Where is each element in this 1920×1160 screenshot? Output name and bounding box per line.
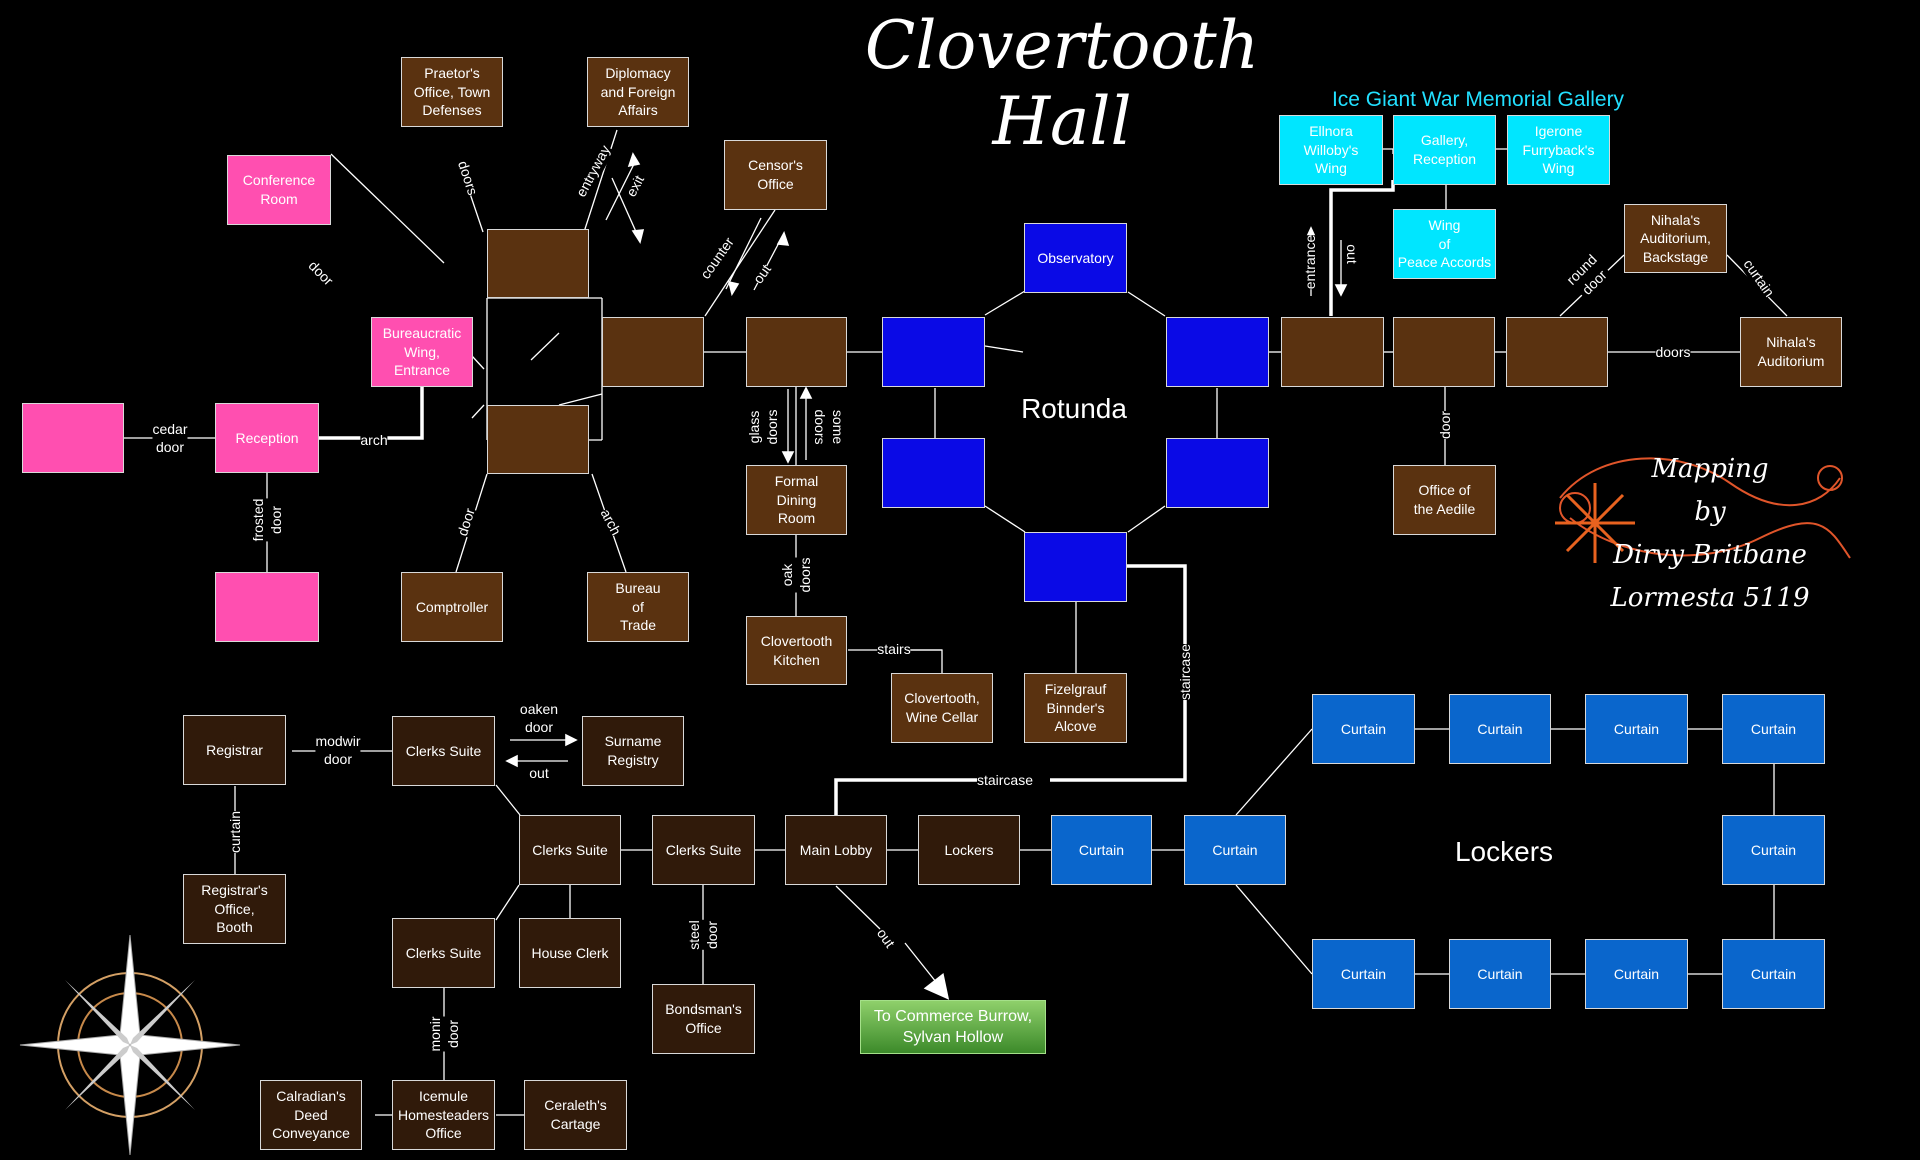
- room-locker-curtain-4[interactable]: Curtain: [1449, 694, 1551, 764]
- room-censor-office[interactable]: Censor's Office: [724, 140, 827, 210]
- label-some-doors: some doors: [810, 409, 848, 445]
- room-locker-curtain-7[interactable]: Curtain: [1722, 815, 1825, 885]
- room-rotunda-ne[interactable]: [1166, 317, 1269, 387]
- gallery-title: Ice Giant War Memorial Gallery: [1331, 88, 1625, 111]
- room-observatory[interactable]: Observatory: [1024, 223, 1127, 293]
- room-wine-cellar[interactable]: Clovertooth, Wine Cellar: [891, 673, 993, 743]
- room-locker-curtain-2[interactable]: Curtain: [1184, 815, 1286, 885]
- room-registrar[interactable]: Registrar: [183, 715, 286, 785]
- room-east-corridor-3[interactable]: [1506, 317, 1608, 387]
- room-rotunda-sw[interactable]: [882, 438, 985, 508]
- room-conference[interactable]: Conference Room: [227, 155, 331, 225]
- room-locker-curtain-3[interactable]: Curtain: [1312, 694, 1415, 764]
- room-house-clerk[interactable]: House Clerk: [519, 918, 621, 988]
- room-rotunda-se[interactable]: [1166, 438, 1269, 508]
- room-rotunda-nw[interactable]: [882, 317, 985, 387]
- label-staircase-vertical: staircase: [1175, 643, 1195, 701]
- label-door-aedile: door: [1435, 410, 1455, 440]
- room-kitchen[interactable]: Clovertooth Kitchen: [746, 616, 847, 685]
- map-title: Clovertooth Hall: [864, 7, 1260, 160]
- room-clerks-suite-1[interactable]: Clerks Suite: [392, 716, 495, 786]
- snowflake-ornament-icon: [1555, 457, 1851, 563]
- room-locker-curtain-9[interactable]: Curtain: [1449, 939, 1551, 1009]
- room-corridor[interactable]: [746, 317, 847, 387]
- room-south-pink[interactable]: [215, 572, 319, 642]
- label-out-surname: out: [529, 763, 549, 783]
- room-praetor-office[interactable]: Praetor's Office, Town Defenses: [401, 57, 503, 127]
- exit-commerce-burrow[interactable]: To Commerce Burrow, Sylvan Hollow: [860, 1000, 1046, 1054]
- label-oaken-door: oaken door: [519, 699, 559, 737]
- room-locker-curtain-5[interactable]: Curtain: [1585, 694, 1688, 764]
- room-ellnora-wing[interactable]: Ellnora Willoby's Wing: [1279, 115, 1383, 185]
- room-east-corridor-2[interactable]: [1393, 317, 1495, 387]
- room-bureaucratic-wing[interactable]: Bureaucratic Wing, Entrance: [371, 317, 473, 387]
- room-fizelgrauf-alcove[interactable]: Fizelgrauf Binnder's Alcove: [1024, 673, 1127, 743]
- room-locker-curtain-10[interactable]: Curtain: [1585, 939, 1688, 1009]
- lockers-label: Lockers: [1454, 836, 1554, 867]
- room-diplomacy[interactable]: Diplomacy and Foreign Affairs: [587, 57, 689, 127]
- room-clerks-suite-4[interactable]: Clerks Suite: [392, 918, 495, 988]
- label-out-gallery: out: [1342, 244, 1362, 264]
- room-rotunda-south[interactable]: [1024, 532, 1127, 602]
- room-west-end[interactable]: [22, 403, 124, 473]
- room-gallery-reception[interactable]: Gallery, Reception: [1393, 115, 1496, 185]
- room-nihala-backstage[interactable]: Nihala's Auditorium, Backstage: [1624, 204, 1727, 273]
- room-formal-dining[interactable]: Formal Dining Room: [746, 465, 847, 535]
- room-bondsman-office[interactable]: Bondsman's Office: [652, 984, 755, 1054]
- label-stairs: stairs: [877, 639, 911, 659]
- room-locker-curtain-1[interactable]: Curtain: [1051, 815, 1152, 885]
- room-registrar-office[interactable]: Registrar's Office, Booth: [183, 874, 286, 944]
- room-octagon-north[interactable]: [487, 229, 589, 298]
- room-clerks-suite-3[interactable]: Clerks Suite: [652, 815, 755, 885]
- label-cedar-door: cedar door: [152, 419, 188, 457]
- room-igerone-wing[interactable]: Igerone Furryback's Wing: [1507, 115, 1610, 185]
- map-credit: Mapping by Dirvy Britbane Lormesta 5119: [1610, 454, 1810, 614]
- room-east-corridor-1[interactable]: [1281, 317, 1384, 387]
- room-lockers[interactable]: Lockers: [918, 815, 1020, 885]
- room-aedile-office[interactable]: Office of the Aedile: [1393, 465, 1496, 535]
- room-main-lobby[interactable]: Main Lobby: [785, 815, 887, 885]
- room-locker-curtain-6[interactable]: Curtain: [1722, 694, 1825, 764]
- room-nihala-auditorium[interactable]: Nihala's Auditorium: [1740, 317, 1842, 387]
- room-peace-accords[interactable]: Wing of Peace Accords: [1393, 209, 1496, 279]
- room-calradian-deed[interactable]: Calradian's Deed Conveyance: [260, 1080, 362, 1150]
- room-reception[interactable]: Reception: [215, 403, 319, 473]
- room-icemule-homesteaders[interactable]: Icemule Homesteaders Office: [392, 1080, 495, 1150]
- room-clerks-suite-2[interactable]: Clerks Suite: [519, 815, 621, 885]
- label-modwir-door: modwir door: [315, 731, 361, 769]
- rotunda-label: Rotunda: [1021, 393, 1127, 424]
- room-locker-curtain-11[interactable]: Curtain: [1722, 939, 1825, 1009]
- label-frosted-door: frosted door: [248, 498, 286, 542]
- label-staircase-horizontal: staircase: [976, 770, 1034, 790]
- label-entrance: entrance: [1300, 234, 1320, 290]
- label-oak-doors: oak doors: [777, 557, 815, 593]
- room-comptroller[interactable]: Comptroller: [401, 572, 503, 642]
- room-locker-curtain-8[interactable]: Curtain: [1312, 939, 1415, 1009]
- room-bureau-of-trade[interactable]: Bureau of Trade: [587, 572, 689, 642]
- room-ceraleth-cartage[interactable]: Ceraleth's Cartage: [524, 1080, 627, 1150]
- label-steel-door: steel door: [684, 920, 722, 950]
- label-arch: arch: [360, 430, 388, 450]
- label-glass-doors: glass doors: [744, 409, 782, 445]
- label-doors-auditorium: doors: [1655, 342, 1691, 362]
- label-curtain-registrar: curtain: [225, 810, 245, 854]
- room-octagon-south[interactable]: [487, 405, 589, 474]
- label-monir-door: monir door: [425, 1016, 463, 1052]
- room-octagon-east[interactable]: [602, 317, 704, 387]
- compass-rose-icon: [19, 934, 241, 1156]
- room-surname-registry[interactable]: Surname Registry: [582, 716, 684, 786]
